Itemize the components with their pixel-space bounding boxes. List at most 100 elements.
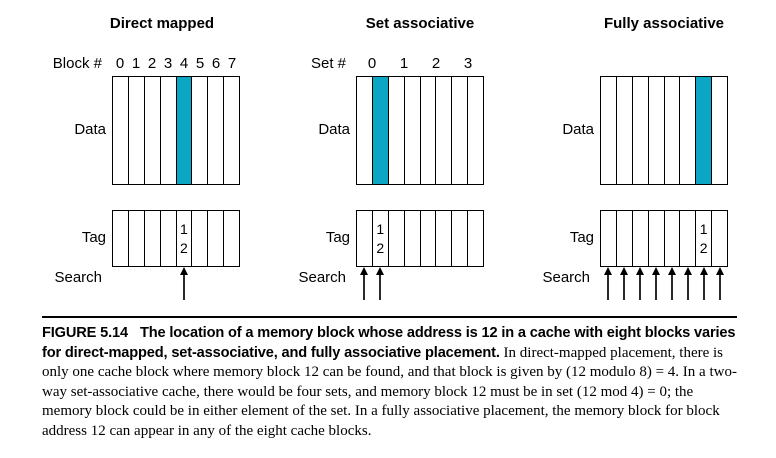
search-arrow [700,267,709,301]
arrow-stem [719,275,721,300]
arrowhead-up-icon [360,267,368,275]
tag-value-digit: 2 [180,239,188,256]
arrow-stem [183,275,185,300]
search-arrow [620,267,629,301]
highlighted-cache-block [696,77,713,184]
cache-block [389,77,405,184]
cache-block [665,77,681,184]
tag-block [665,211,681,266]
tag-block [452,211,469,266]
tag-block [129,211,145,266]
arrow-stem [607,275,609,300]
cache-block [633,77,649,184]
arrow-stem [703,275,705,300]
cache-block [405,77,421,184]
caption-divider [42,316,737,318]
cache-block [468,77,483,184]
tag-block [633,211,649,266]
cache-block [601,77,617,184]
search-arrow [604,267,613,301]
cache-block [129,77,145,184]
index-value: 7 [227,55,237,72]
tag-block [421,211,437,266]
tag-label: Tag [81,229,106,246]
tag-block [680,211,697,266]
tag-block [712,211,727,266]
tag-block [208,211,225,266]
caption-bold-text: The location of a memory block whose add… [42,325,736,361]
search-arrow [668,267,677,301]
tag-block [436,211,453,266]
index-value: 6 [211,55,221,72]
arrowhead-up-icon [620,267,628,275]
tag-block [224,211,239,266]
arrow-stem [687,275,689,300]
tag-block [357,211,373,266]
tag-label: Tag [325,229,350,246]
tag-block [192,211,209,266]
search-arrow [636,267,645,301]
data-array [356,76,484,185]
data-label: Data [74,121,106,138]
arrowhead-up-icon [668,267,676,275]
search-arrow [180,267,189,301]
search-arrow [376,267,385,301]
index-value: 1 [131,55,141,72]
cache-block [224,77,239,184]
arrowhead-up-icon [180,267,188,275]
tag-value-digit: 2 [376,239,385,256]
arrow-stem [623,275,625,300]
arrowhead-up-icon [700,267,708,275]
tag-value-digit: 2 [699,239,708,256]
tag-block [617,211,633,266]
cache-block [113,77,129,184]
cache-block [145,77,161,184]
search-arrows [112,267,240,301]
highlighted-cache-block [176,77,193,184]
tag-block [468,211,483,266]
search-arrows [356,267,484,301]
tag-block [145,211,161,266]
tag-block [649,211,665,266]
cache-block [208,77,225,184]
set-number-label: Set # [310,55,346,72]
search-arrow [360,267,369,301]
panel-title: Fully associative [603,15,725,32]
index-value: 5 [195,55,205,72]
search-label: Search [542,269,590,286]
search-label: Search [298,269,346,286]
cache-block [680,77,697,184]
arrow-stem [363,275,365,300]
index-value: 1 [399,55,409,72]
figure-number: FIGURE 5.14 [42,325,128,341]
caption-body-text: In direct-mapped placement, there is onl… [42,344,737,439]
arrow-stem [639,275,641,300]
index-value: 2 [431,55,441,72]
index-value: 0 [367,55,377,72]
cache-block [649,77,665,184]
panel-title: Direct mapped [109,15,215,32]
tag-block [405,211,421,266]
arrowhead-up-icon [652,267,660,275]
arrowhead-up-icon [684,267,692,275]
cache-block [436,77,453,184]
arrow-stem [655,275,657,300]
tag-block [389,211,405,266]
panel-title: Set associative [365,15,475,32]
cache-block [161,77,177,184]
search-arrow [652,267,661,301]
tag-block [113,211,129,266]
highlighted-cache-block [372,77,389,184]
search-arrow [716,267,725,301]
tag-value-digit: 1 [180,220,188,237]
data-label: Data [318,121,350,138]
